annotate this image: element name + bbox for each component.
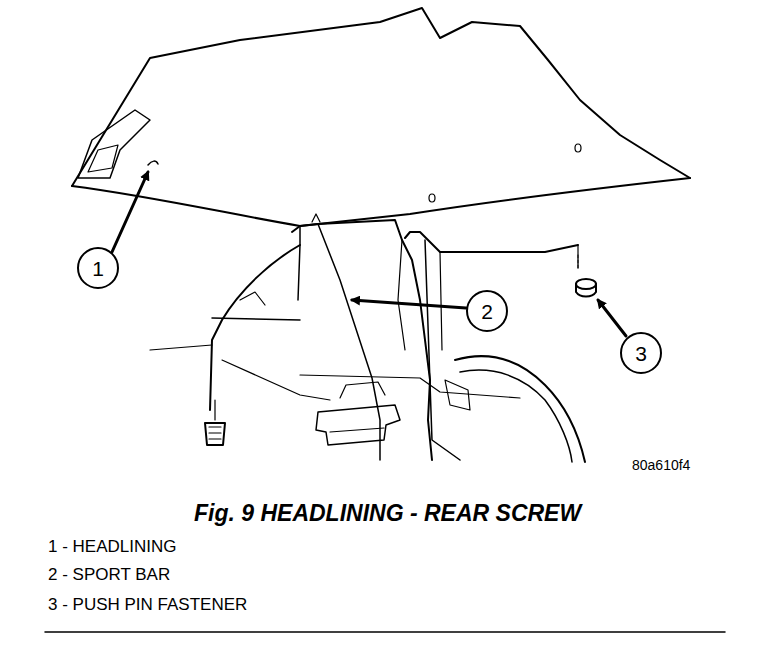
figure-caption: Fig. 9 HEADLINING - REAR SCREW [194,500,581,527]
callout-number: 1 [92,258,104,279]
callout-number: 2 [481,301,493,322]
legend-entry: 1 - HEADLINING [48,537,176,557]
legend-entry: 2 - SPORT BAR [48,565,170,585]
legend-entry: 3 - PUSH PIN FASTENER [48,595,247,615]
figure-code: 80a610f4 [632,457,690,473]
callout-circle: 1 [77,247,119,289]
callout-circle: 3 [620,332,662,374]
callout-number: 3 [635,343,647,364]
callout-circle: 2 [466,290,508,332]
